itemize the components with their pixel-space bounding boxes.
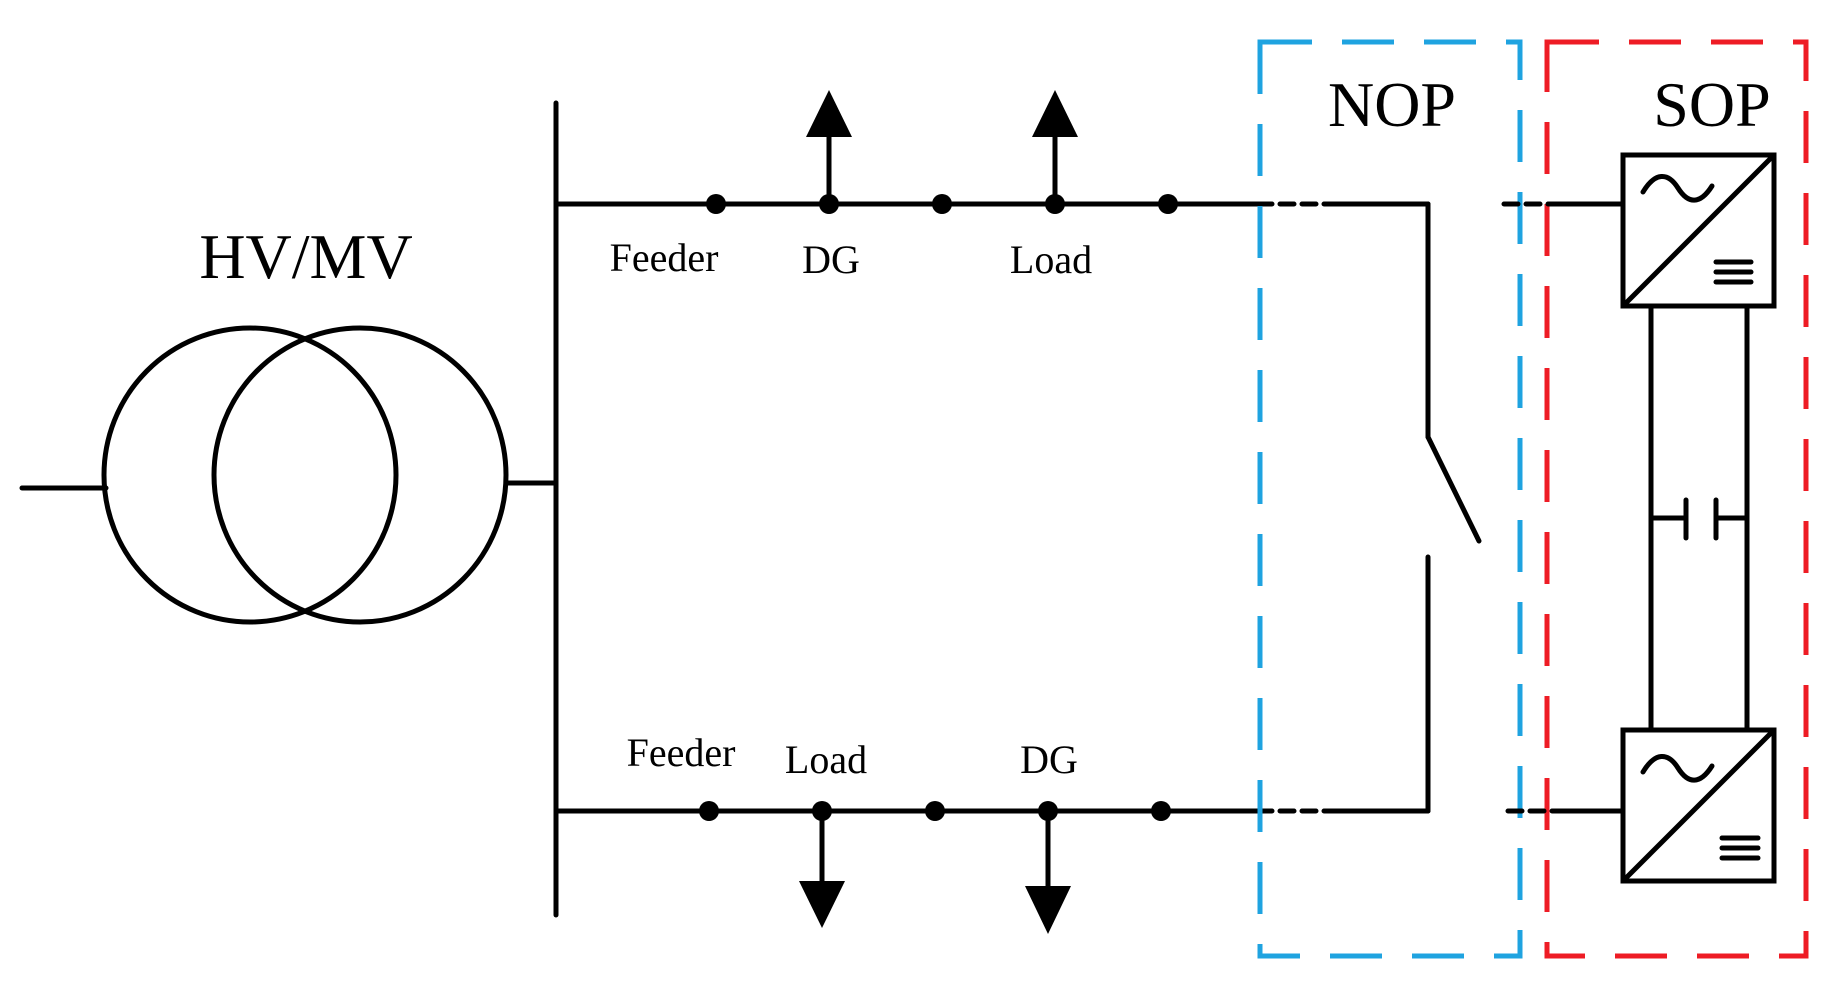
dg-bottom-label: DG — [1020, 737, 1078, 782]
converter-bottom-box — [1620, 727, 1777, 884]
top-feeder-node-1 — [706, 194, 726, 214]
bottom-feeder-node-3 — [1151, 801, 1171, 821]
nop-region-box — [1257, 39, 1523, 959]
transformer-symbol — [101, 325, 509, 625]
transformer-secondary-winding — [211, 325, 509, 625]
transformer-label: HV/MV — [199, 221, 412, 292]
sop-top-converter — [1620, 152, 1777, 309]
dg-top-label: DG — [802, 237, 860, 282]
load-bottom-label: Load — [785, 737, 867, 782]
dc-capacitor-icon — [1648, 497, 1750, 541]
bottom-feeder-node-2 — [925, 801, 945, 821]
ac-tilde-icon — [1640, 174, 1715, 203]
converter-top-diagonal — [1620, 152, 1777, 309]
sop-label: SOP — [1653, 69, 1770, 140]
sop-region-box — [1544, 39, 1809, 959]
feeder-bottom-label: Feeder — [627, 730, 736, 775]
nop-switch-icon — [1425, 201, 1482, 814]
load-top-arrow-icon — [1032, 90, 1078, 207]
load-top-label: Load — [1010, 237, 1092, 282]
converter-bottom-diagonal — [1620, 727, 1777, 884]
transformer-primary-winding — [101, 325, 399, 625]
dc-bars-icon — [1719, 835, 1761, 861]
ac-tilde-icon — [1640, 754, 1715, 783]
feeder-top-label: Feeder — [610, 235, 719, 280]
top-feeder-node-2 — [932, 194, 952, 214]
top-feeder-node-3 — [1158, 194, 1178, 214]
nop-label: NOP — [1328, 69, 1456, 140]
dg-bottom-arrow-icon — [1025, 808, 1071, 934]
sop-bottom-converter — [1620, 727, 1777, 884]
load-bottom-arrow-icon — [799, 808, 845, 928]
bottom-feeder-node-1 — [699, 801, 719, 821]
converter-top-box — [1620, 152, 1777, 309]
dg-top-arrow-icon — [806, 90, 852, 207]
dc-bars-icon — [1713, 259, 1754, 285]
